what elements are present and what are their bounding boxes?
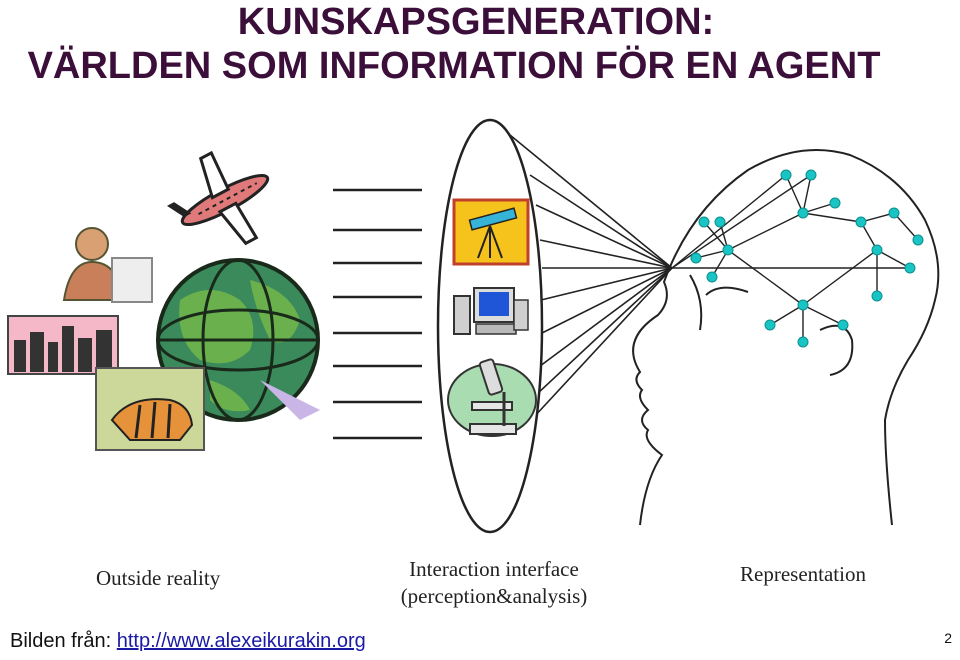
city-icon [7, 315, 119, 375]
tiger-icon [95, 367, 205, 451]
page-number: 2 [944, 630, 952, 646]
neural-network [671, 174, 919, 342]
source-label: Bilden från: [10, 630, 112, 652]
telescope-icon [452, 198, 530, 266]
head-icon [632, 149, 940, 526]
title-line-1: KUNSKAPSGENERATION: [237, 1, 715, 43]
caption-interface-line-1: Interaction interface [409, 557, 579, 581]
source-footer: Bilden från: http://www.alexeikurakin.or… [10, 630, 366, 653]
caption-outside-reality: Outside reality [96, 566, 221, 590]
airplane-icon [166, 150, 270, 246]
outside-reality-collage [7, 150, 320, 451]
perception-diagram [7, 118, 940, 534]
microscope-icon [447, 358, 537, 437]
source-link[interactable]: http://www.alexeikurakin.org [116, 630, 366, 652]
caption-interface-line-2: (perception&analysis) [400, 584, 588, 608]
caption-interaction-interface: Interaction interface (perception&analys… [388, 556, 600, 610]
neural-nodes [690, 169, 924, 348]
title-line-2: VÄRLDEN SOM INFORMATION FÖR EN AGENT [27, 45, 881, 87]
businessman-icon [62, 227, 153, 303]
signal-lines [333, 188, 422, 440]
caption-representation: Representation [740, 562, 866, 586]
computer-icon [453, 287, 529, 335]
